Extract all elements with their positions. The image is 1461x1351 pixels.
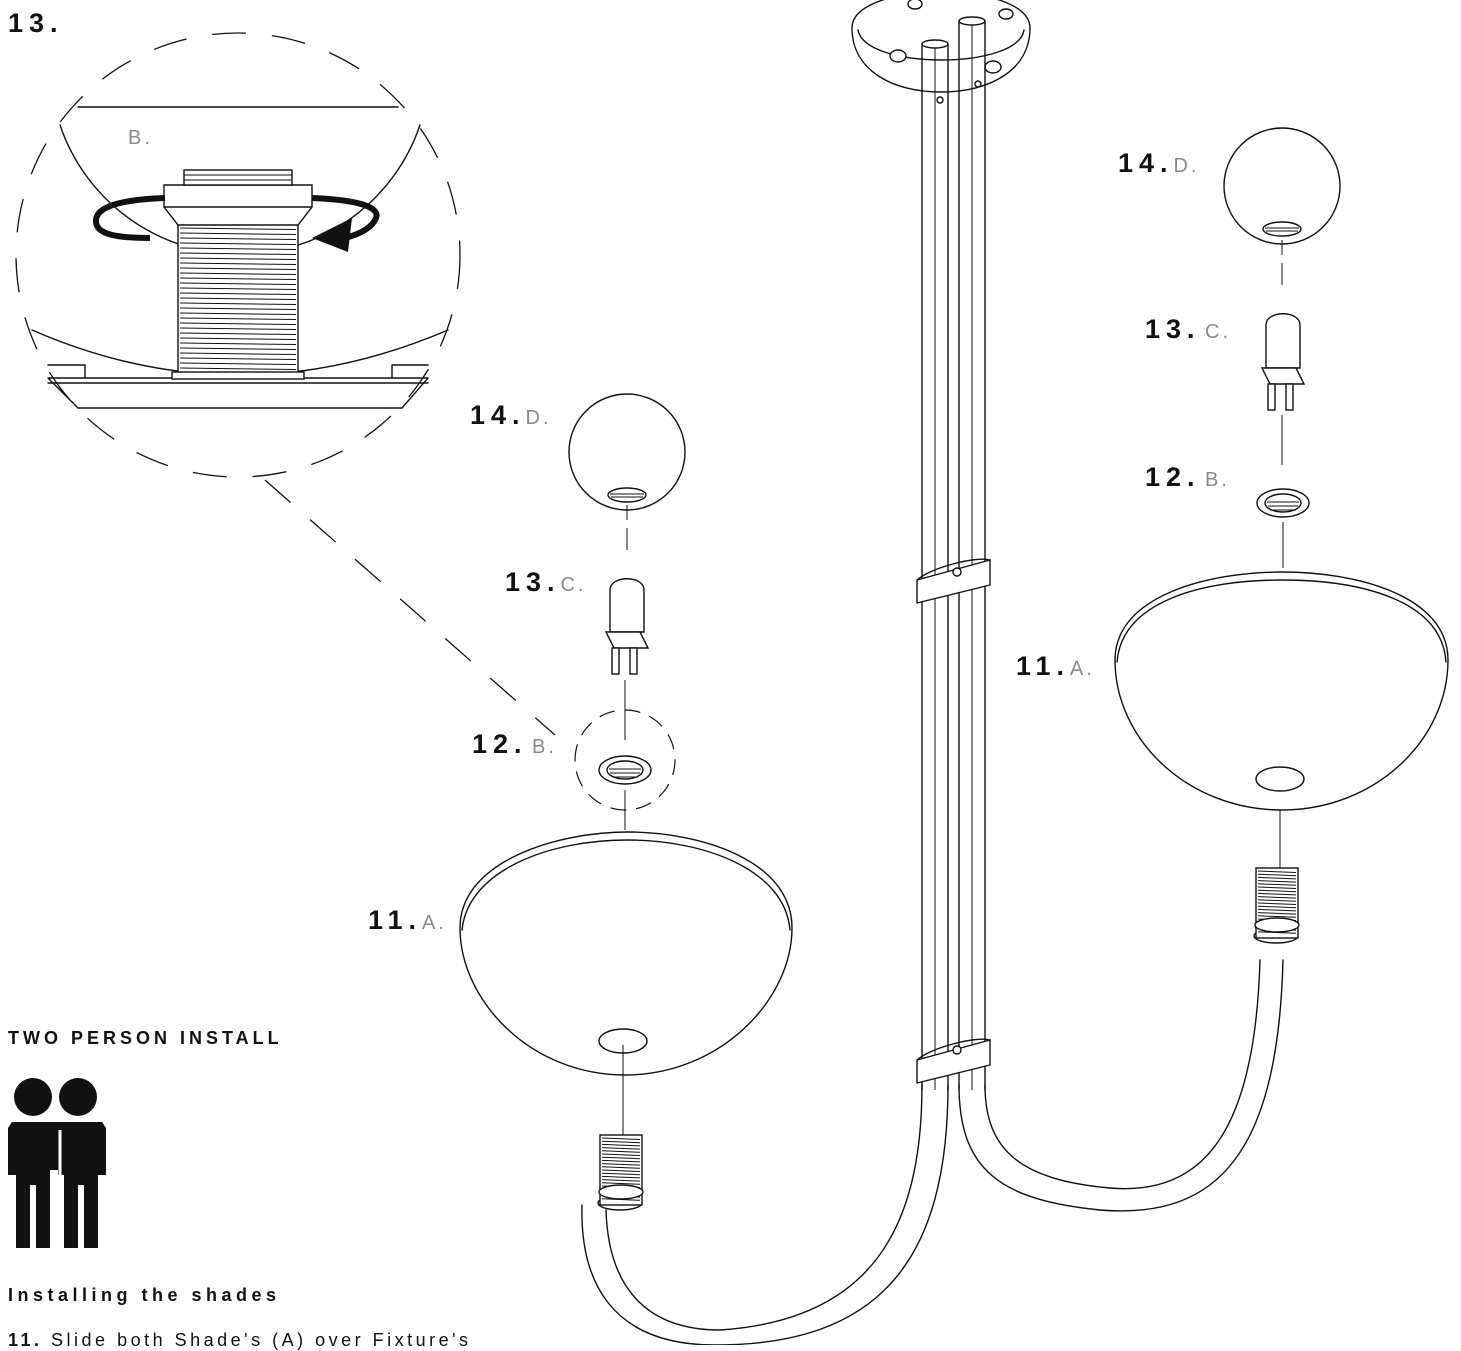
thread-line <box>179 302 297 305</box>
thread-line <box>601 1147 641 1150</box>
thread-line <box>601 1166 641 1169</box>
callout-right-shade: 11.A. <box>1016 651 1095 681</box>
thread-line <box>1257 892 1297 896</box>
thread-line <box>601 1150 641 1153</box>
thread-line <box>1257 883 1297 886</box>
thread-line <box>179 322 297 325</box>
right-shade-assembly <box>1114 127 1449 868</box>
thread-line <box>1257 905 1297 909</box>
thread-line <box>179 232 297 235</box>
thread-line <box>179 247 297 250</box>
thread-line <box>1257 908 1297 912</box>
thread-line <box>1257 870 1297 873</box>
detail-leader-line <box>264 479 556 736</box>
thread-line <box>179 317 297 320</box>
left-shade-assembly <box>459 393 793 1135</box>
thread-line <box>601 1140 641 1144</box>
thread-line <box>179 282 297 285</box>
thread-line <box>601 1175 641 1179</box>
thread-line <box>179 307 297 310</box>
thread-line <box>179 342 297 345</box>
thread-line <box>179 327 297 330</box>
thread-line <box>1257 873 1297 877</box>
thread-line <box>601 1182 641 1185</box>
section-title: Installing the shades <box>8 1285 281 1305</box>
thread-line <box>179 257 297 260</box>
thread-line <box>179 227 297 230</box>
thread-line <box>601 1143 641 1147</box>
thread-line <box>179 262 297 265</box>
thread-line <box>179 297 297 300</box>
thread-line <box>179 252 297 255</box>
thread-line <box>179 337 297 340</box>
thread-line <box>601 1156 641 1160</box>
fixture-body <box>581 0 1300 1345</box>
right-shade <box>1114 571 1449 811</box>
detail-part-letter: B. <box>128 127 153 149</box>
thread-line <box>1257 896 1297 899</box>
thread-line <box>179 292 297 295</box>
two-person-install-heading: TWO PERSON INSTALL <box>8 1028 283 1048</box>
thread-line <box>179 347 297 350</box>
thread-line <box>1257 899 1297 902</box>
detail-pipe-threads <box>179 227 297 370</box>
detail-step-number: 13. <box>8 8 64 38</box>
detail-view <box>15 32 556 736</box>
left-shade <box>459 831 793 1076</box>
left-ring-highlight <box>574 709 676 811</box>
right-bulb <box>1260 313 1306 411</box>
thread-line <box>179 357 297 360</box>
thread-line <box>1257 876 1297 880</box>
thread-line <box>601 1153 641 1156</box>
thread-line <box>179 267 297 270</box>
callout-right-globe: 14.D. <box>1118 148 1200 178</box>
thread-line <box>179 287 297 290</box>
thread-line <box>1257 889 1297 893</box>
thread-line <box>1257 912 1297 915</box>
thread-line <box>601 1179 641 1182</box>
thread-line <box>1257 886 1297 889</box>
callout-right-bulb: 13. C. <box>1145 314 1231 344</box>
thread-line <box>179 362 297 365</box>
thread-line <box>179 352 297 355</box>
thread-line <box>601 1159 641 1163</box>
thread-line <box>179 237 297 240</box>
callout-left-shade: 11.A. <box>368 905 447 935</box>
callout-left-ring: 12. B. <box>472 729 557 759</box>
thread-line <box>179 272 297 275</box>
thread-line <box>179 277 297 280</box>
callout-right-ring: 12. B. <box>1145 462 1230 492</box>
callout-left-bulb: 13.C. <box>505 567 587 597</box>
thread-line <box>179 242 297 245</box>
two-person-icon <box>8 1078 106 1248</box>
thread-line <box>1257 902 1297 905</box>
rotate-arrow-icon <box>93 195 380 252</box>
left-bulb <box>604 578 650 675</box>
thread-line <box>179 332 297 335</box>
thread-line <box>1257 915 1297 918</box>
callout-left-globe: 14.D. <box>470 400 552 430</box>
thread-line <box>179 312 297 315</box>
step-11-text: 11. Slide both Shade's (A) over Fixture'… <box>8 1330 472 1350</box>
thread-line <box>1257 880 1297 883</box>
thread-line <box>601 1172 641 1176</box>
thread-line <box>601 1163 641 1166</box>
left-nipple-threads <box>601 1137 641 1201</box>
thread-line <box>601 1137 641 1140</box>
thread-line <box>179 367 297 370</box>
right-nipple-threads <box>1257 870 1297 934</box>
thread-line <box>601 1169 641 1172</box>
